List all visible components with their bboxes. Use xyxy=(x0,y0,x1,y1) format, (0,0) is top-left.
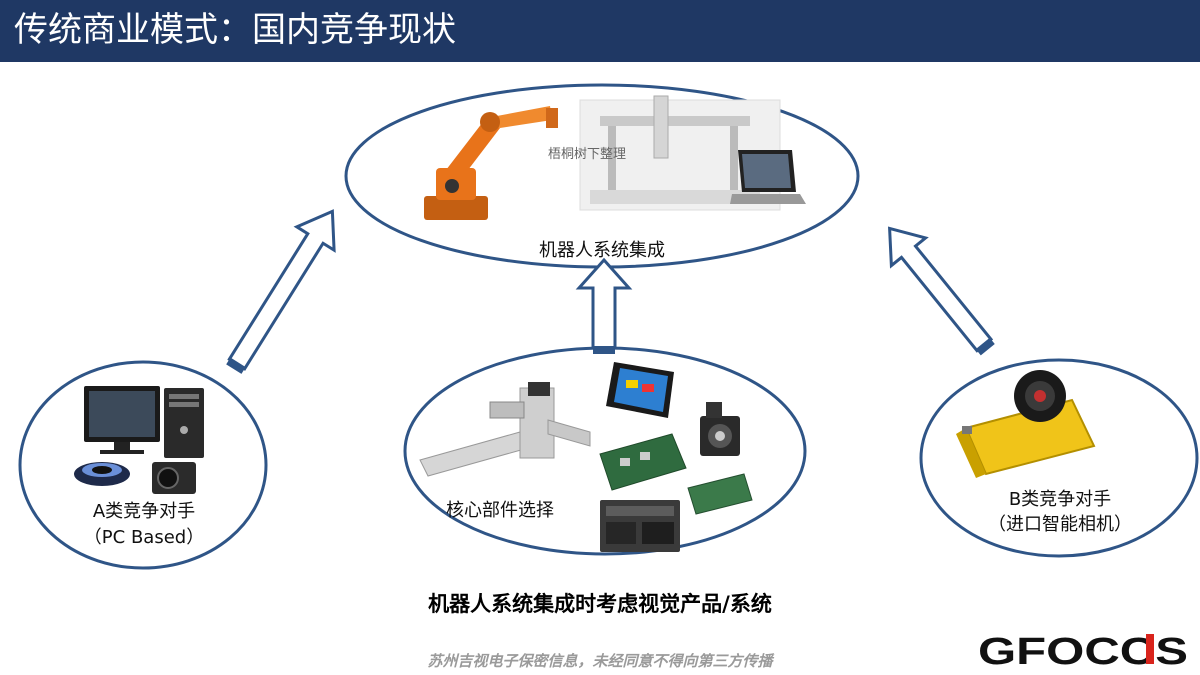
ring-light-icon xyxy=(74,462,130,486)
right-label-line1: B类竞争对手 xyxy=(1008,489,1112,510)
touch-panel-icon xyxy=(606,362,674,418)
pc-tower-icon xyxy=(164,388,204,458)
diagram-canvas xyxy=(18,83,1199,570)
gfoccs-logo: GFOCCS xyxy=(978,631,1188,670)
left-label-line1: A类竞争对手 xyxy=(92,501,196,522)
industrial-robot-icon xyxy=(424,106,558,220)
smart-camera-icon xyxy=(956,370,1096,478)
linear-actuator-icon xyxy=(419,382,591,477)
watermark-text: 梧桐树下整理 xyxy=(548,147,627,162)
confidential-note: 苏州吉视电子保密信息，未经同意不得向第三方传播 xyxy=(427,652,773,670)
left-arrow xyxy=(226,209,336,374)
left-ellipse xyxy=(18,360,268,570)
right-ellipse xyxy=(919,358,1199,558)
circuit-board-icon xyxy=(599,433,753,515)
right-label-line2: （进口智能相机） xyxy=(988,514,1132,535)
plc-icon xyxy=(600,500,680,552)
bottom-caption: 机器人系统集成时考虑视觉产品/系统 xyxy=(428,592,772,616)
servo-motor-icon xyxy=(700,402,740,456)
center-label: 核心部件选择 xyxy=(446,500,554,521)
top-label: 机器人系统集成 xyxy=(539,240,665,261)
laptop-icon xyxy=(730,150,806,204)
industrial-camera-icon xyxy=(152,462,196,494)
left-label-line2: （PC Based） xyxy=(83,527,205,548)
pc-monitor-icon xyxy=(84,386,160,454)
right-arrow xyxy=(888,226,995,356)
center-arrow xyxy=(575,257,633,354)
title-bar: 传统商业模式：国内竞争现状 xyxy=(0,0,1200,62)
slide-title: 传统商业模式：国内竞争现状 xyxy=(14,10,456,50)
logo-text: GFOCCS xyxy=(978,631,1188,670)
